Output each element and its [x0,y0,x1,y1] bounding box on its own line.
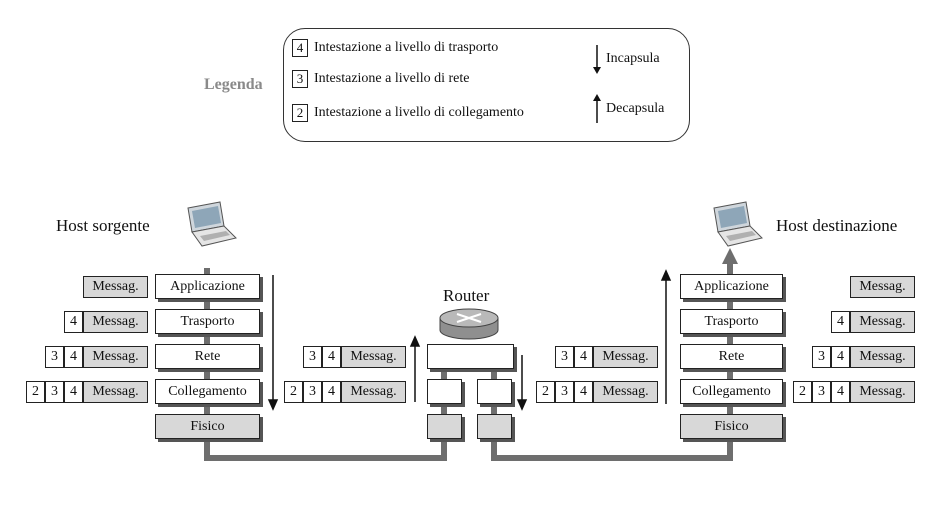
router-layer-physical-out [477,414,512,439]
dest-layer-network: Rete [680,344,783,369]
legend-title: Legenda [204,76,263,93]
source-host-label: Host sorgente [56,216,150,235]
router-layer-network [427,344,514,369]
legend-decapsulate-label: Decapsula [606,101,665,116]
dest-layer-physical: Fisico [680,414,783,439]
dest-layer-application: Applicazione [680,274,783,299]
header-cell: 3 [45,381,64,403]
router-label: Router [443,286,490,305]
header-cell: 4 [831,311,850,333]
legend-number: 3 [292,70,308,88]
header-cell: 3 [812,346,831,368]
header-cell: 4 [64,346,83,368]
legend-text: Intestazione a livello di trasporto [314,40,499,55]
header-cell: 2 [284,381,303,403]
dest-layer-transport: Trasporto [680,309,783,334]
header-cell: 4 [831,346,850,368]
laptop-icon [713,201,763,247]
header-cell: 4 [64,311,83,333]
router-layer-link-in [427,379,462,404]
header-cell: 3 [812,381,831,403]
message-cell: Messag. [83,381,148,403]
legend-encapsulate: Incapsula [592,43,660,75]
header-cell: 3 [303,381,322,403]
message-cell: Messag. [850,276,915,298]
source-layer-network: Rete [155,344,260,369]
legend-item-network: 3 Intestazione a livello di rete [292,70,470,88]
message-cell: Messag. [83,311,148,333]
dest-layer-link: Collegamento [680,379,783,404]
header-cell: 2 [536,381,555,403]
dest-host-label: Host destinazione [776,216,898,235]
legend-encapsulate-label: Incapsula [606,51,660,66]
legend-box: 4 Intestazione a livello di trasporto 3 … [283,28,690,142]
header-cell: 4 [574,346,593,368]
header-cell: 4 [831,381,850,403]
path-arrowhead [722,248,738,264]
legend-text: Intestazione a livello di collegamento [314,105,524,120]
legend-number: 4 [292,39,308,57]
legend-text: Intestazione a livello di rete [314,71,470,86]
router-layer-physical-in [427,414,462,439]
legend-item-link: 2 Intestazione a livello di collegamento [292,104,524,122]
message-cell: Messag. [593,346,658,368]
arrow-up-icon [660,269,672,281]
header-cell: 4 [64,381,83,403]
header-cell: 4 [574,381,593,403]
legend-item-transport: 4 Intestazione a livello di trasporto [292,39,498,57]
message-cell: Messag. [341,381,406,403]
header-cell: 3 [555,381,574,403]
message-cell: Messag. [83,346,148,368]
header-cell: 3 [555,346,574,368]
arrow-down-icon [267,399,279,411]
arrow-up-icon [409,335,421,347]
source-layer-physical: Fisico [155,414,260,439]
message-cell: Messag. [850,311,915,333]
header-cell: 2 [793,381,812,403]
message-cell: Messag. [83,276,148,298]
legend-number: 2 [292,104,308,122]
legend-decapsulate: Decapsula [592,93,664,125]
header-cell: 4 [322,381,341,403]
header-cell: 3 [303,346,322,368]
message-cell: Messag. [850,346,915,368]
arrow-down-icon [593,45,601,74]
header-cell: 3 [45,346,64,368]
message-cell: Messag. [341,346,406,368]
arrow-up-icon [593,94,601,123]
source-layer-application: Applicazione [155,274,260,299]
laptop-icon [187,201,237,247]
header-cell: 2 [26,381,45,403]
header-cell: 4 [322,346,341,368]
message-cell: Messag. [593,381,658,403]
source-layer-transport: Trasporto [155,309,260,334]
router-icon [439,308,499,340]
message-cell: Messag. [850,381,915,403]
source-layer-link: Collegamento [155,379,260,404]
arrow-down-icon [516,399,528,411]
router-layer-link-out [477,379,512,404]
